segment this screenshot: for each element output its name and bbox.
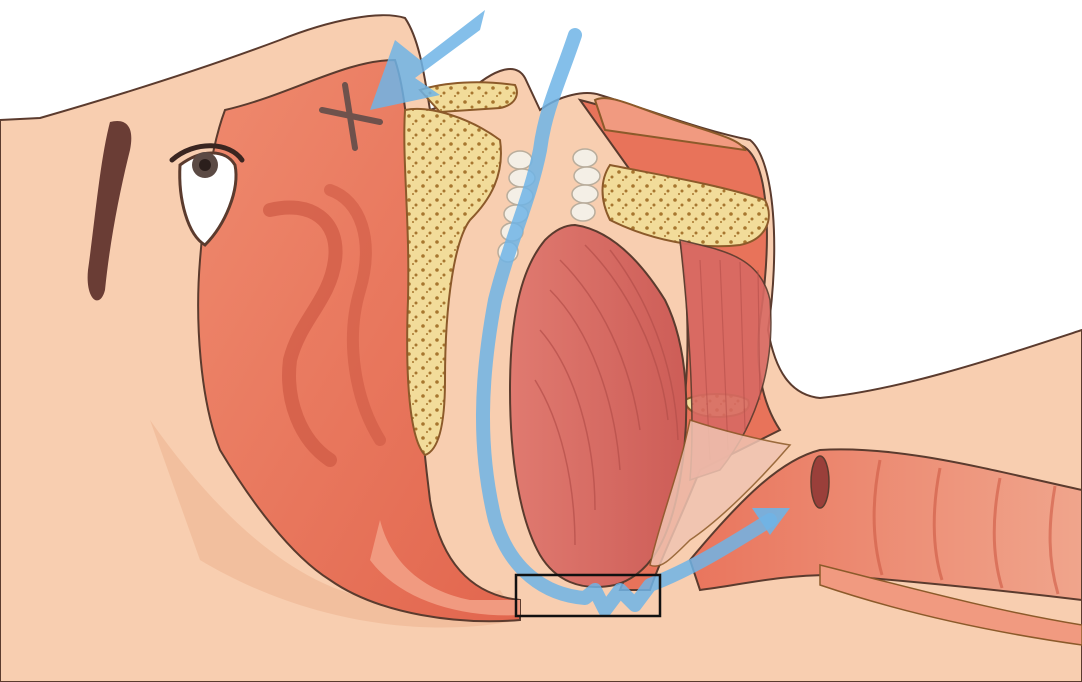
trachea-opening: [811, 456, 829, 508]
